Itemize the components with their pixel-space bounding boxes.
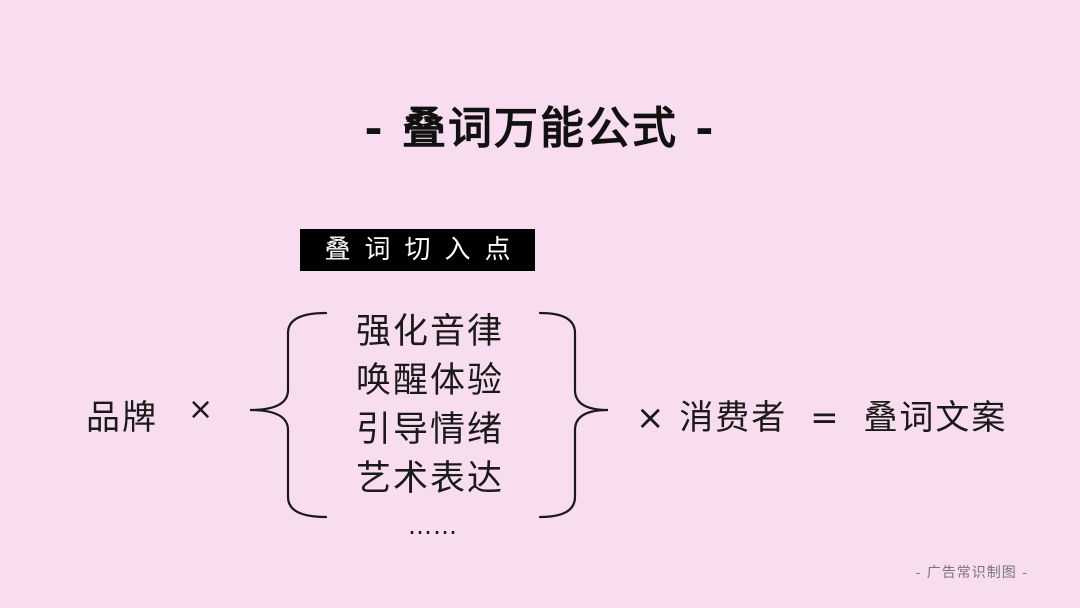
brand-term: 品牌	[86, 398, 158, 438]
watermark: - 广告常识制图 -	[915, 565, 1028, 581]
page-title: - 叠词万能公式 -	[364, 103, 716, 154]
times-symbol-left: ×	[188, 392, 214, 427]
right-brace	[538, 311, 609, 519]
list-item: 强化音律	[356, 312, 505, 352]
times-symbol-right: ×	[636, 398, 667, 438]
entry-point-list: 强化音律 唤醒体验 引导情绪 艺术表达	[356, 308, 504, 504]
equals-symbol: =	[810, 398, 841, 438]
consumer-term: 消费者	[679, 398, 788, 438]
left-brace	[249, 311, 328, 519]
entry-point-tag: 叠词切入点	[300, 229, 535, 271]
list-item: 引导情绪	[356, 410, 505, 450]
list-item: 艺术表达	[356, 459, 505, 499]
result-term: 叠词文案	[863, 398, 1008, 438]
formula-right: × 消费者 = 叠词文案	[636, 390, 1007, 439]
list-item: 唤醒体验	[356, 361, 505, 401]
ellipsis: ……	[408, 512, 458, 540]
